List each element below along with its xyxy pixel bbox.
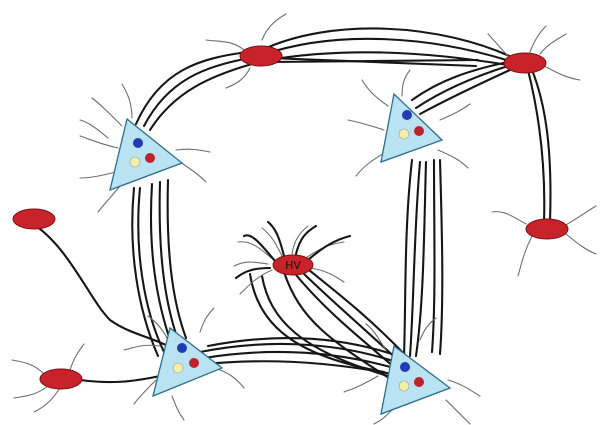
axon-bundles bbox=[36, 28, 550, 382]
ellipse-top bbox=[240, 46, 282, 66]
ellipse-left bbox=[13, 209, 55, 229]
soma-upper-right bbox=[381, 94, 442, 162]
dot-red bbox=[414, 126, 424, 136]
axon-bottomleft-to-lowerleft bbox=[80, 376, 160, 382]
hub-label: HV bbox=[285, 259, 301, 272]
dot-blue bbox=[133, 138, 143, 148]
axon-topright-to-upperright bbox=[412, 62, 510, 114]
dot-yellow bbox=[173, 363, 183, 373]
soma-lower-left bbox=[153, 328, 222, 396]
dot-blue bbox=[402, 110, 412, 120]
dot-yellow bbox=[399, 381, 409, 391]
ellipse-top-right bbox=[504, 53, 546, 73]
triangle-upper-left bbox=[110, 119, 182, 190]
dot-blue bbox=[177, 343, 187, 353]
triangle-upper-right bbox=[381, 94, 442, 162]
soma-upper-left bbox=[110, 119, 182, 190]
ellipse-right bbox=[526, 219, 568, 239]
dot-blue bbox=[400, 362, 410, 372]
triangle-lower-left bbox=[153, 328, 222, 396]
dot-red bbox=[145, 153, 155, 163]
axon-top-to-upperright bbox=[270, 58, 478, 66]
ellipse-bottom-left bbox=[40, 369, 82, 389]
axon-upperright-to-lowerright bbox=[404, 160, 442, 356]
dot-yellow bbox=[399, 129, 409, 139]
dot-yellow bbox=[130, 157, 140, 167]
dot-red bbox=[189, 358, 199, 368]
axon-upperleft-to-lowerleft bbox=[132, 180, 186, 356]
axon-topright-to-right bbox=[528, 70, 550, 222]
dot-red bbox=[414, 377, 424, 387]
axon-center-to-lowerright bbox=[250, 266, 410, 380]
axon-top-to-upperleft bbox=[136, 52, 252, 130]
